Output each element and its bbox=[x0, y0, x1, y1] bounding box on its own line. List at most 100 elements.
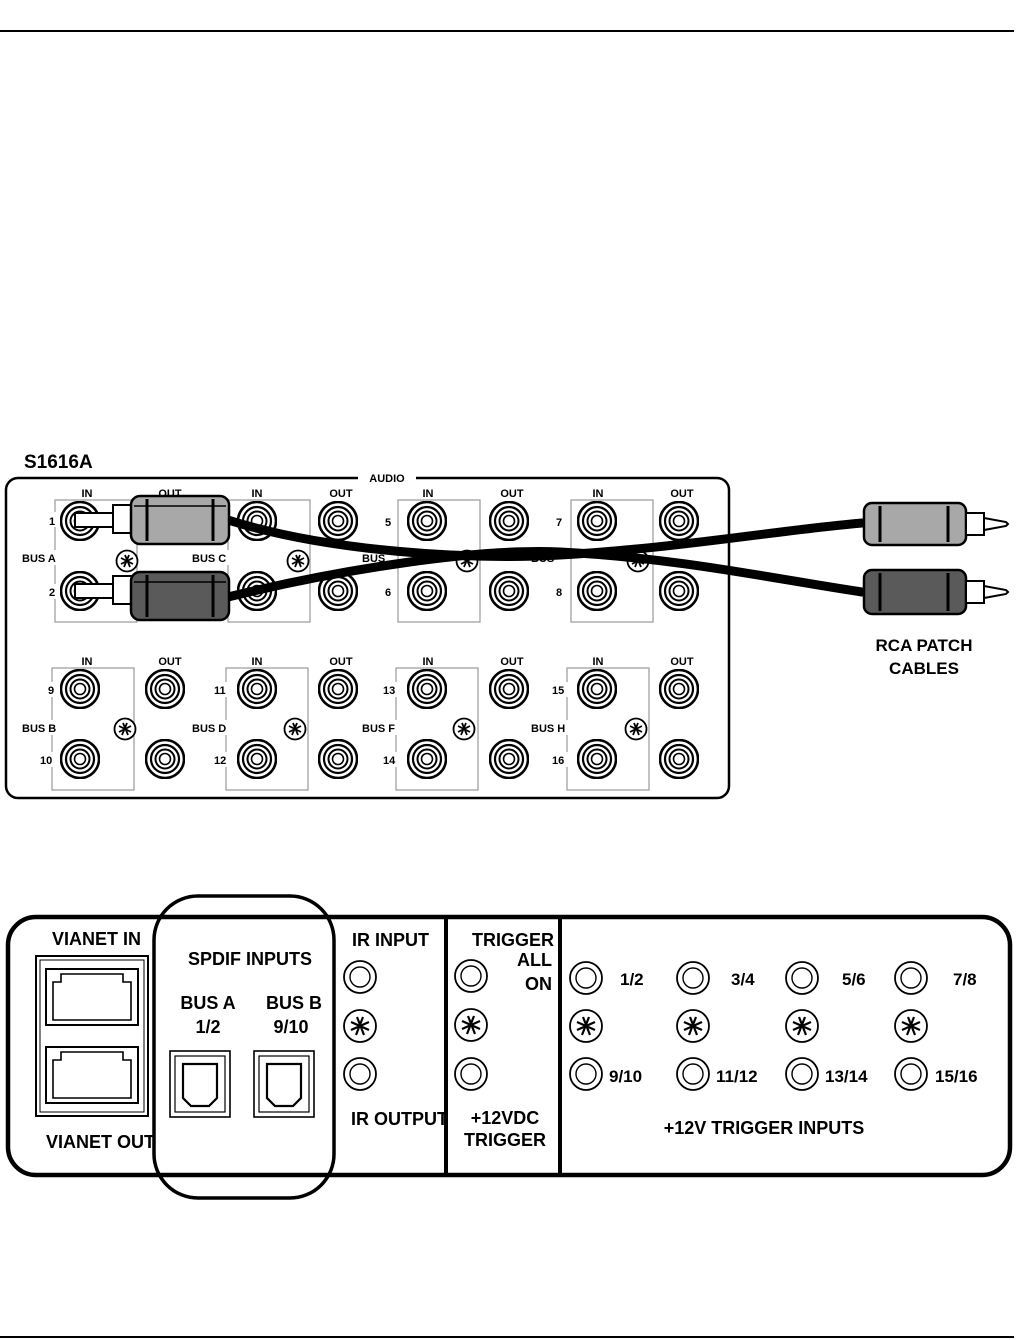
channel-label: 12 bbox=[214, 755, 226, 767]
trigger-jack[interactable] bbox=[894, 1057, 928, 1091]
screw-icon bbox=[624, 717, 648, 741]
rca-in-6-jack[interactable] bbox=[407, 571, 447, 611]
spdif-bus-b-optical-port-icon[interactable] bbox=[253, 1050, 315, 1118]
trigger-jack[interactable] bbox=[569, 961, 603, 995]
trigger-jack[interactable] bbox=[676, 961, 710, 995]
screw-icon bbox=[676, 1009, 710, 1043]
rca-in-16-jack[interactable] bbox=[577, 739, 617, 779]
col-in-label: IN bbox=[423, 488, 434, 500]
spdif-bus-a-optical-port-icon[interactable] bbox=[169, 1050, 231, 1118]
rca-in-13-jack[interactable] bbox=[407, 669, 447, 709]
rca-out-5-jack[interactable] bbox=[489, 501, 529, 541]
rca-out-10-jack[interactable] bbox=[145, 739, 185, 779]
audio-section-label: AUDIO bbox=[369, 473, 405, 485]
trigger-inputs-label: +12V TRIGGER INPUTS bbox=[664, 1118, 865, 1138]
channel-label: 2 bbox=[49, 587, 55, 599]
col-in-label: IN bbox=[82, 488, 93, 500]
trigger-jack[interactable] bbox=[894, 961, 928, 995]
trigger-inputs-section: 1/2 3/4 5/6 7/8 9/10 11/12 13/14 15/16 +… bbox=[569, 961, 978, 1138]
rca-out-13-jack[interactable] bbox=[489, 669, 529, 709]
rca-in-9-jack[interactable] bbox=[60, 669, 100, 709]
rca-out-12-jack[interactable] bbox=[318, 739, 358, 779]
vianet-in-port-icon[interactable] bbox=[45, 968, 139, 1026]
col-out-label: OUT bbox=[158, 656, 182, 668]
ir-output-label: IR OUTPUT bbox=[351, 1109, 448, 1129]
channel-label: 14 bbox=[383, 755, 396, 767]
channel-label: 7 bbox=[556, 517, 562, 529]
spdif-bus-a-channels: 1/2 bbox=[195, 1017, 220, 1037]
footer-rule bbox=[0, 1336, 1014, 1338]
bus-label: BUS H bbox=[531, 723, 565, 735]
spdif-title: SPDIF INPUTS bbox=[188, 949, 312, 969]
channel-label: 1 bbox=[49, 516, 55, 528]
rca-out-3-jack[interactable] bbox=[318, 501, 358, 541]
on-label: ON bbox=[525, 974, 552, 994]
bus-label: BUS F bbox=[362, 723, 395, 735]
spdif-bus-b-label: BUS B bbox=[266, 993, 322, 1013]
rca-in-7-jack[interactable] bbox=[577, 501, 617, 541]
rca-in-5-jack[interactable] bbox=[407, 501, 447, 541]
rca-out-9-jack[interactable] bbox=[145, 669, 185, 709]
col-out-label: OUT bbox=[329, 488, 353, 500]
vianet-out-port-icon[interactable] bbox=[45, 1046, 139, 1104]
rca-plug-upper-left bbox=[74, 494, 231, 546]
channel-label: 6 bbox=[385, 587, 391, 599]
col-in-label: IN bbox=[82, 656, 93, 668]
trigger-jack[interactable] bbox=[569, 1057, 603, 1091]
screw-icon bbox=[286, 549, 310, 573]
trigger-all-on-jack[interactable] bbox=[454, 959, 488, 993]
vianet-out-label: VIANET OUT bbox=[46, 1132, 155, 1152]
rca-out-11-jack[interactable] bbox=[318, 669, 358, 709]
bus-label: BUS B bbox=[22, 723, 56, 735]
trigger-jack[interactable] bbox=[676, 1057, 710, 1091]
bus-labels: BUS A BUS C BUS B BUS D BUS F BUS H BUS … bbox=[20, 550, 575, 735]
channel-label: 11 bbox=[214, 685, 226, 697]
rear-panel: VIANET IN VIANET OUT SPDIF INPUTS BUS A … bbox=[5, 894, 1013, 1200]
col-out-label: OUT bbox=[500, 488, 524, 500]
ir-input-jack[interactable] bbox=[343, 960, 377, 994]
rca-out-6-jack[interactable] bbox=[489, 571, 529, 611]
channel-label: 15 bbox=[552, 685, 564, 697]
screw-icon bbox=[113, 717, 137, 741]
trigger-jack[interactable] bbox=[785, 1057, 819, 1091]
col-out-label: OUT bbox=[500, 656, 524, 668]
screw-icon bbox=[569, 1009, 603, 1043]
channel-label: 10 bbox=[40, 755, 52, 767]
trigger-pair-label: 9/10 bbox=[609, 1067, 642, 1086]
rca-in-11-jack[interactable] bbox=[237, 669, 277, 709]
vdc-trigger-jack[interactable] bbox=[454, 1057, 488, 1091]
trigger-jack[interactable] bbox=[785, 961, 819, 995]
spdif-bus-a-label: BUS A bbox=[180, 993, 235, 1013]
ir-input-label: IR INPUT bbox=[352, 930, 429, 950]
rca-in-12-jack[interactable] bbox=[237, 739, 277, 779]
rca-in-14-jack[interactable] bbox=[407, 739, 447, 779]
rca-out-15-jack[interactable] bbox=[659, 669, 699, 709]
vdc-trigger-label: TRIGGER bbox=[464, 1130, 546, 1150]
rca-plug-lower-left bbox=[74, 570, 231, 622]
bus-label: BUS A bbox=[22, 553, 56, 565]
rca-in-10-jack[interactable] bbox=[60, 739, 100, 779]
audio-label-gap bbox=[358, 472, 416, 484]
rca-out-7-jack[interactable] bbox=[659, 501, 699, 541]
col-in-label: IN bbox=[593, 656, 604, 668]
channel-label: 9 bbox=[48, 685, 54, 697]
trigger-pair-label: 5/6 bbox=[842, 970, 866, 989]
all-label: ALL bbox=[517, 950, 552, 970]
rca-plug-lower-right bbox=[862, 568, 1010, 616]
rca-patch-cables bbox=[74, 494, 1010, 622]
vianet-section: VIANET IN VIANET OUT bbox=[35, 929, 155, 1152]
rca-in-15-jack[interactable] bbox=[577, 669, 617, 709]
vianet-in-label: VIANET IN bbox=[52, 929, 141, 949]
rca-out-8-jack[interactable] bbox=[659, 571, 699, 611]
trigger-pair-label: 11/12 bbox=[716, 1067, 758, 1086]
ir-output-jack[interactable] bbox=[343, 1057, 377, 1091]
channel-label: 16 bbox=[552, 755, 564, 767]
spdif-bus-b-channels: 9/10 bbox=[273, 1017, 308, 1037]
rca-out-14-jack[interactable] bbox=[489, 739, 529, 779]
rca-out-16-jack[interactable] bbox=[659, 739, 699, 779]
screw-icon bbox=[785, 1009, 819, 1043]
rca-in-8-jack[interactable] bbox=[577, 571, 617, 611]
trigger-all-on-section: TRIGGER ALL ON +12VDC TRIGGER bbox=[454, 930, 554, 1150]
channel-label: 13 bbox=[383, 685, 395, 697]
